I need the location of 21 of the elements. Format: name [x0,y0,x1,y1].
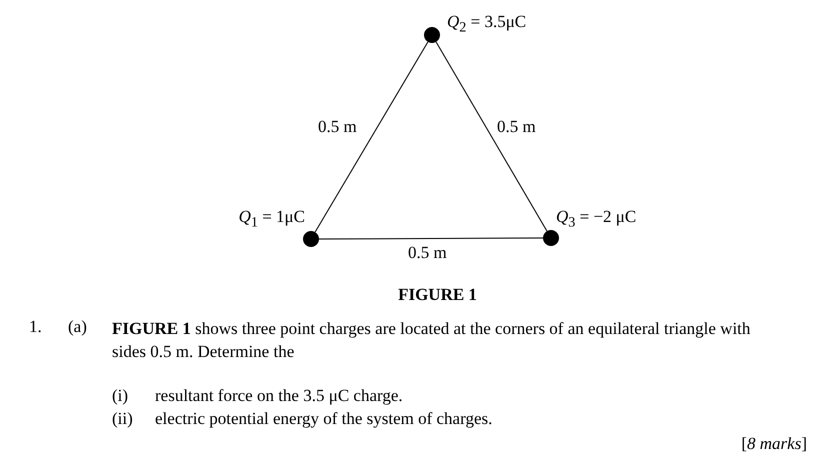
charge-dot [303,231,319,247]
edge-label: 0.5 m [408,243,447,263]
charge-dot [424,27,440,43]
triangle-side [318,238,544,240]
figure-caption: FIGURE 1 [397,285,478,305]
question-text: electric potential energy of the system of charges. [155,409,492,429]
question-text: FIGURE 1 shows three point charges are located at the corners of an equilateral triangle with sides 0.5 m. Determine the [112,318,752,363]
part-label: (a) [68,317,87,337]
marks-label: [8 marks] [741,434,807,454]
edge-label: 0.5 m [318,117,357,137]
item-label: (i) [112,386,128,406]
question-number: 1. [29,317,42,337]
triangle-side [314,41,428,233]
question-text: resultant force on the 3.5 μC charge. [155,386,403,406]
charge-label: Q$_{1}$ = 1μC [238,207,305,232]
charge-label: Q$_{3}$ = −2 μC [556,207,636,232]
triangle-side [436,41,548,232]
edge-label: 0.5 m [497,117,536,137]
item-label: (ii) [112,409,133,429]
charge-label: Q$_{2}$ = 3.5μC [447,12,526,38]
charge-dot [543,230,559,246]
